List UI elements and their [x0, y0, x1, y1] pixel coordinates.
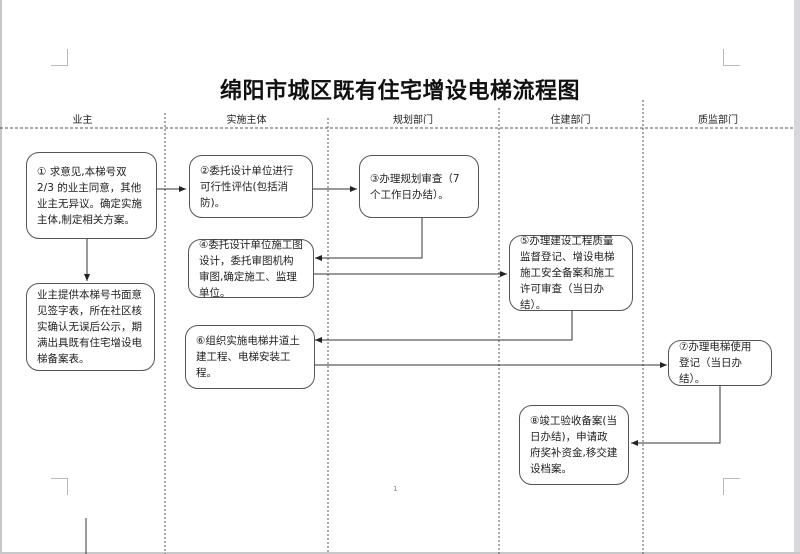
- arrow-step5-to-step6: [315, 310, 573, 343]
- step-7-box: ⑦办理电梯使用登记（当日办结）。: [668, 340, 772, 386]
- arrow-step3-to-step4: [315, 218, 423, 261]
- page-title: 绵阳市城区既有住宅增设电梯流程图: [219, 78, 580, 104]
- page-number: 1: [393, 485, 398, 493]
- step-1b-box: 业主提供本梯号书面意见签字表，所在社区核实确认无误后公示，期满出具既有住宅增设电…: [26, 283, 155, 371]
- lane-label-quality: 质监部门: [698, 115, 738, 126]
- step-3-text: ③办理规划审查（7 个工作日办结）。: [370, 172, 460, 201]
- crop-mark-bottom-right: [723, 478, 740, 495]
- step-2-text: ②委托设计单位进行可行性评估(包括消防)。: [200, 164, 294, 209]
- crop-mark-top-left: [51, 49, 68, 66]
- lane-label-housing: 住建部门: [550, 115, 591, 126]
- lane-label-planning: 规划部门: [393, 115, 433, 126]
- step-1-box: ① 求意见,本梯号双 2/3 的业主同意，其他业主无异议。确定实施主体,制定相关…: [26, 152, 157, 239]
- step-1-text: ① 求意见,本梯号双 2/3 的业主同意，其他业主无异议。确定实施主体,制定相关…: [37, 165, 142, 226]
- lane-label-owner: 业主: [72, 115, 93, 126]
- step-2-box: ②委托设计单位进行可行性评估(包括消防)。: [189, 155, 313, 218]
- step-4-box: ④委托设计单位施工图设计，委托审图机构审图,确定施工、监理单位。: [188, 238, 314, 299]
- step-5-box: ⑤办理建设工程质量监督登记、增设电梯施工安全备案和施工许可审查（当日办结）。: [509, 235, 633, 311]
- step-1b-text: 业主提供本梯号书面意见签字表，所在社区核实确认无误后公示，期满出具既有住宅增设电…: [37, 289, 142, 365]
- vertical-scrollbar[interactable]: [794, 0, 800, 554]
- page-bottom-edge: [0, 552, 800, 554]
- step-6-text: ⑥组织实施电梯井道土建工程、电梯安装工程。: [196, 335, 300, 379]
- step-3-box: ③办理规划审查（7 个工作日办结）。: [359, 155, 479, 218]
- step-4-text: ④委托设计单位施工图设计，委托审图机构审图,确定施工、监理单位。: [199, 238, 303, 299]
- lane-label-implementer: 实施主体: [226, 115, 267, 126]
- step-5-text: ⑤办理建设工程质量监督登记、增设电梯施工安全备案和施工许可审查（当日办结）。: [520, 235, 615, 311]
- step-8-box: ⑧竣工验收备案(当日办结)，申请政府奖补资金,移交建设档案。: [519, 405, 629, 485]
- crop-mark-bottom-left: [51, 478, 68, 495]
- page-left-edge: [0, 0, 2, 554]
- step-8-text: ⑧竣工验收备案(当日办结)，申请政府奖补资金,移交建设档案。: [530, 415, 618, 475]
- step-7-text: ⑦办理电梯使用登记（当日办结）。: [679, 341, 752, 385]
- step-6-box: ⑥组织实施电梯井道土建工程、电梯安装工程。: [185, 325, 315, 389]
- arrow-step7-to-step8: [631, 385, 721, 446]
- crop-mark-top-right: [723, 49, 740, 66]
